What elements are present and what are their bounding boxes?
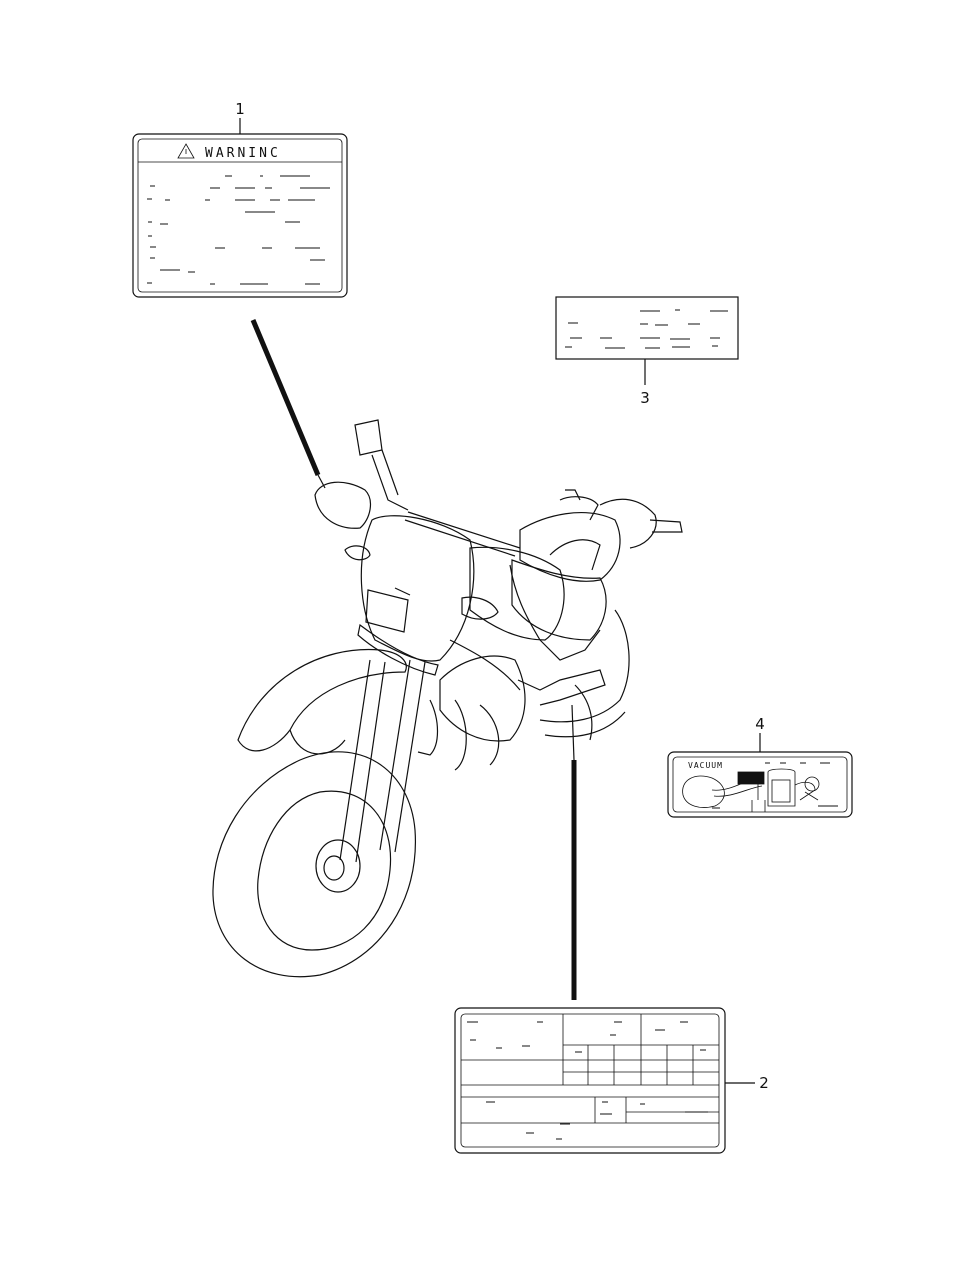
part-number-2: 2 — [759, 1074, 769, 1092]
leader-line-1-tail — [317, 474, 326, 489]
warning-text-placeholder — [147, 175, 330, 285]
motorcycle-illustration — [212, 419, 683, 978]
leader-line-1 — [250, 319, 321, 476]
label-1-warning: 1 WARNINC — [132, 100, 348, 298]
label-3: 3 — [555, 296, 739, 407]
label-2-table-grid — [461, 1014, 719, 1124]
part-number-3: 3 — [640, 389, 650, 407]
vacuum-diagram-drawing — [682, 768, 820, 812]
warning-triangle-icon — [177, 143, 195, 159]
label-2-text-placeholder — [467, 1021, 708, 1140]
part-number-1: 1 — [235, 100, 245, 118]
label-2: 2 — [454, 1007, 769, 1154]
vacuum-label-text: VACUUM — [688, 761, 723, 770]
label-3-text-placeholder — [565, 309, 728, 349]
warning-label-text: WARNINC — [205, 146, 281, 161]
label-4-vacuum: 4 VACUUM — [667, 715, 853, 818]
leader-line-2-tail — [571, 704, 575, 761]
part-number-4: 4 — [755, 715, 765, 733]
